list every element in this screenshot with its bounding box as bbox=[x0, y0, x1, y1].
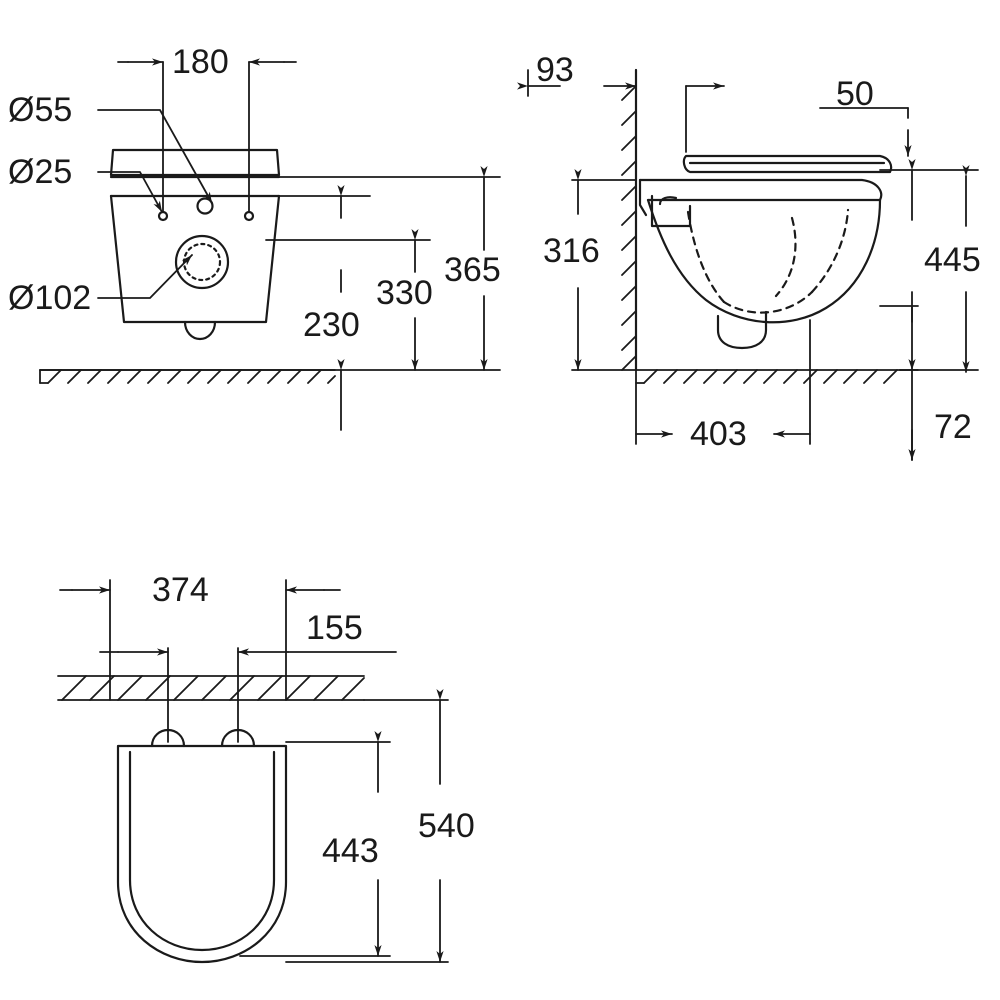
label-height-330: 330 bbox=[376, 274, 433, 312]
front-dim-180 bbox=[117, 58, 297, 213]
label-depth-403: 403 bbox=[690, 415, 747, 453]
side-dim-403 bbox=[635, 319, 811, 445]
side-dim-50 bbox=[685, 82, 912, 157]
label-spacing-155: 155 bbox=[306, 609, 363, 647]
side-view-geometry bbox=[621, 68, 893, 372]
label-height-230: 230 bbox=[303, 306, 360, 344]
label-seat-50: 50 bbox=[836, 75, 874, 113]
label-clearance-72: 72 bbox=[934, 408, 972, 446]
label-dia-25: Ø25 bbox=[8, 153, 72, 191]
front-dim-leaders bbox=[97, 109, 213, 299]
top-view-geometry bbox=[116, 728, 288, 964]
side-dim-72 bbox=[879, 305, 919, 461]
top-view-wall-hatch bbox=[57, 675, 365, 701]
front-dim-verticals bbox=[39, 166, 501, 431]
front-view-floor-hatch bbox=[39, 369, 336, 384]
label-dia-55: Ø55 bbox=[8, 91, 72, 129]
top-dim-155 bbox=[99, 647, 397, 743]
label-offset-93: 93 bbox=[536, 51, 574, 89]
label-height-316: 316 bbox=[543, 232, 600, 270]
label-height-445: 445 bbox=[924, 241, 981, 279]
label-dia-102: Ø102 bbox=[8, 279, 91, 317]
label-width-374: 374 bbox=[152, 571, 209, 609]
label-depth-443: 443 bbox=[322, 832, 379, 870]
label-height-365: 365 bbox=[444, 251, 501, 289]
top-dim-374 bbox=[59, 579, 341, 701]
side-view-floor-hatch bbox=[635, 369, 901, 384]
side-dim-316 bbox=[571, 169, 637, 371]
label-width-180: 180 bbox=[172, 43, 229, 81]
front-view-geometry bbox=[109, 148, 281, 341]
top-dim-540 bbox=[285, 689, 449, 963]
side-dim-93 bbox=[517, 69, 637, 97]
top-dim-443 bbox=[239, 731, 391, 957]
label-depth-540: 540 bbox=[418, 807, 475, 845]
